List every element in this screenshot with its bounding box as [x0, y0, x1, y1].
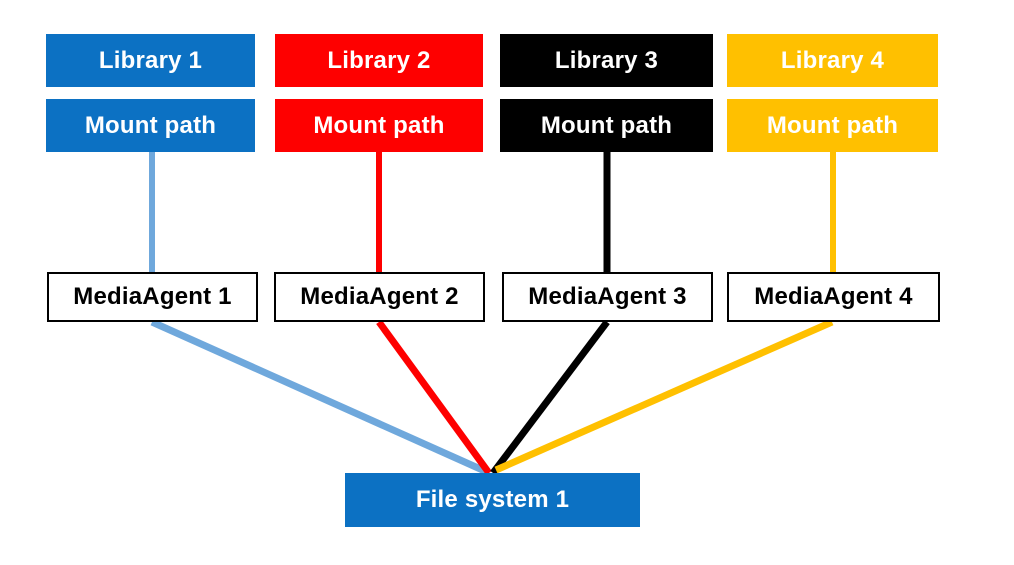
library1-box: Library 1	[46, 34, 255, 87]
library4-label: Library 4	[780, 46, 885, 74]
library3-box: Library 3	[500, 34, 713, 87]
media-agent4-label: MediaAgent 4	[754, 283, 913, 310]
file-system-box: File system 1	[345, 473, 640, 527]
media-agent1-box: MediaAgent 1	[47, 272, 258, 322]
media-agent3-label: MediaAgent 3	[528, 283, 687, 310]
agent4-to-filesystem-line	[494, 318, 834, 474]
media-agent2-label: MediaAgent 2	[300, 283, 459, 310]
mount-path3-label: Mount path	[540, 111, 673, 139]
library2-label: Library 2	[327, 46, 431, 74]
agent2-to-filesystem-line	[376, 319, 492, 476]
file-system-label: File system 1	[415, 486, 570, 513]
media-agent4-box: MediaAgent 4	[727, 272, 940, 322]
mount-path3-box: Mount path	[500, 99, 713, 152]
library2-box: Library 2	[275, 34, 483, 87]
library4-box: Library 4	[727, 34, 938, 87]
mount-path1-box: Mount path	[46, 99, 255, 152]
mount-path2-label: Mount path	[313, 111, 445, 139]
library3-label: Library 3	[554, 46, 659, 74]
media-agent2-box: MediaAgent 2	[274, 272, 485, 322]
agent3-to-filesystem-line	[490, 319, 610, 476]
mount-path2-box: Mount path	[275, 99, 483, 152]
agent1-to-filesystem-line	[150, 318, 489, 476]
mount-path4-label: Mount path	[766, 111, 899, 139]
mount-path1-label: Mount path	[84, 111, 217, 139]
media-agent3-box: MediaAgent 3	[502, 272, 713, 322]
library1-label: Library 1	[98, 46, 203, 74]
mount-path4-box: Mount path	[727, 99, 938, 152]
media-agent1-label: MediaAgent 1	[73, 283, 232, 310]
